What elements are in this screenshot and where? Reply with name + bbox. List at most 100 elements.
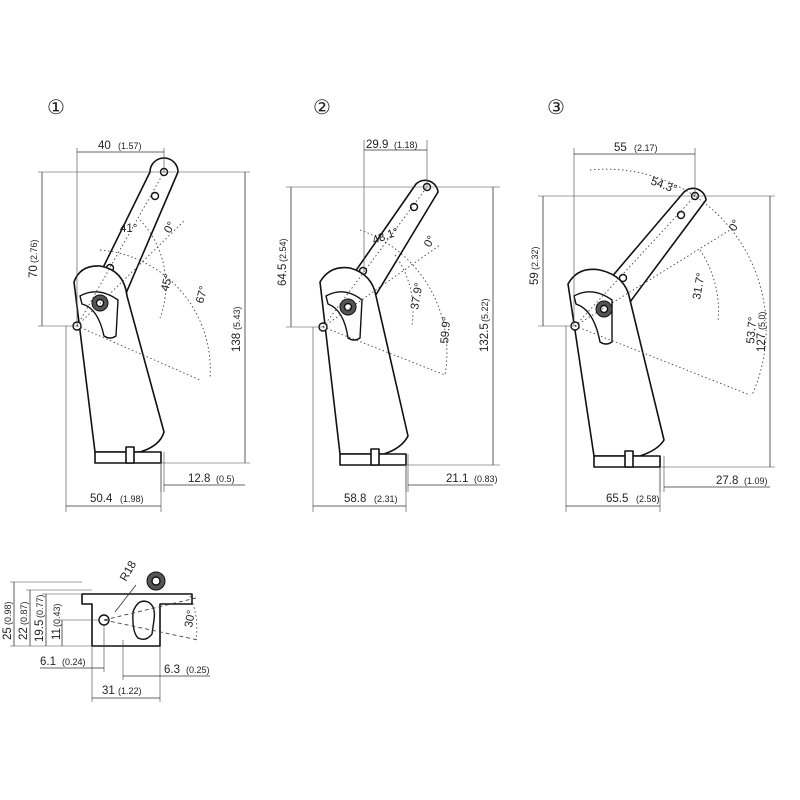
view-3-angle-31: 31.7° bbox=[691, 272, 708, 301]
view-2-angle-0: 0° bbox=[422, 234, 438, 250]
view-3-ext bbox=[538, 195, 695, 327]
detail-ext bbox=[91, 625, 161, 702]
view-2-guide bbox=[322, 326, 446, 376]
view-2-arc bbox=[394, 254, 414, 326]
view-1-ext bbox=[160, 171, 250, 464]
view-1-angle-0: 0° bbox=[162, 220, 178, 236]
detail-dim-line bbox=[40, 667, 210, 699]
view-3-marker: ③ bbox=[547, 97, 565, 119]
view-2-ext bbox=[363, 140, 428, 272]
view-1-marker: ① bbox=[47, 97, 65, 119]
detail-view: R18 30° 25 (0.98) 22 (0.87) 19.5 (0.77) … bbox=[2, 559, 210, 702]
view-3-width-top-mm: 55 bbox=[614, 142, 627, 154]
view-3-height-left-mm: 59 bbox=[529, 272, 541, 285]
view-2-height-total-mm: 132.5 bbox=[479, 323, 491, 352]
detail-ext bbox=[26, 589, 99, 621]
view-1-height-total-mm: 138 bbox=[231, 333, 243, 352]
view-3-width-bottom-mm: 65.5 bbox=[606, 493, 628, 505]
detail-bolt-center bbox=[151, 576, 161, 586]
view-3-offset-in: (1.09) bbox=[744, 476, 768, 486]
detail-h22-mm: 22 bbox=[18, 627, 30, 640]
view-2-width-bottom-mm: 58.8 bbox=[344, 493, 366, 505]
detail-w6-1-mm: 6.1 bbox=[40, 656, 56, 668]
view-3-arc bbox=[699, 249, 719, 323]
detail-h11-in: (0.43) bbox=[52, 603, 62, 627]
view-1-guide bbox=[76, 219, 186, 327]
view-3-angle-54: 54.3° bbox=[649, 176, 678, 197]
detail-h19-in: (0.77) bbox=[35, 594, 45, 618]
view-1-arm-hole bbox=[150, 191, 160, 201]
detail-angle: 30° bbox=[183, 609, 198, 628]
view-3-foot-nut bbox=[624, 450, 634, 468]
detail-radius: R18 bbox=[118, 559, 139, 583]
view-2-bolt-center bbox=[343, 302, 353, 312]
view-3-arm-hole bbox=[676, 210, 686, 220]
view-3-ext bbox=[573, 148, 696, 326]
view-1-width-bottom-mm: 50.4 bbox=[90, 493, 113, 505]
view-3-arc bbox=[589, 168, 767, 396]
view-1-offset-in: (0.5) bbox=[216, 474, 235, 484]
view-1-arc bbox=[139, 219, 167, 319]
view-1-offset-mm: 12.8 bbox=[188, 473, 210, 485]
view-2-width-bottom-in: (2.31) bbox=[374, 494, 398, 504]
detail-ext bbox=[10, 581, 92, 647]
detail-w6-3-in: (0.25) bbox=[186, 665, 210, 675]
view-3-height-left-in: (2.32) bbox=[530, 246, 540, 270]
detail-w6-3-mm: 6.3 bbox=[164, 664, 180, 676]
view-2-foot-nut bbox=[370, 448, 380, 466]
detail-h22-in: (0.87) bbox=[19, 601, 29, 625]
view-3-guide bbox=[574, 325, 751, 396]
view-2-ext bbox=[405, 186, 500, 466]
view-3-angle-0: 0° bbox=[727, 218, 743, 234]
detail-slot bbox=[132, 600, 156, 641]
view-2-ext bbox=[286, 186, 427, 328]
detail-w31-mm: 31 bbox=[102, 685, 115, 697]
view-1-ext bbox=[65, 326, 162, 512]
detail-w31-in: (1.22) bbox=[118, 686, 142, 696]
detail-w6-1-in: (0.24) bbox=[62, 657, 86, 667]
view-2-width-top-in: (1.18) bbox=[394, 140, 418, 150]
view-3-angle-53: 53.7° bbox=[745, 316, 759, 344]
view-1-foot-nut bbox=[125, 446, 135, 464]
view-3-guide bbox=[574, 195, 696, 327]
view-2-angle-37: 37.9° bbox=[409, 282, 426, 311]
view-2-height-left-mm: 64.5 bbox=[277, 264, 289, 286]
view-2-height-total-in: (5.22) bbox=[480, 298, 490, 322]
view-2-guide bbox=[322, 186, 428, 328]
view-1-height-left-mm: 70 bbox=[28, 265, 40, 278]
view-3-height-total-mm: 127 bbox=[756, 333, 768, 352]
view-1-height-left-in: (2.76) bbox=[29, 239, 39, 263]
view-1-guide bbox=[76, 171, 165, 327]
view-1-width-top-mm: 40 bbox=[98, 140, 111, 152]
view-2-arc bbox=[359, 229, 448, 376]
view-3-width-top-in: (2.17) bbox=[634, 143, 658, 153]
view-1-angle-67: 67° bbox=[194, 285, 210, 305]
view-3-height-total-in: (5.0) bbox=[757, 311, 767, 330]
view-1-angle-45: 45° bbox=[159, 273, 175, 293]
view-2-angle-59: 59.9° bbox=[439, 316, 453, 344]
view-1-ext bbox=[38, 171, 164, 327]
view-1-width-bottom-in: (1.98) bbox=[120, 494, 144, 504]
view-1-arc-slot bbox=[79, 291, 119, 339]
detail-h19-mm: 19.5 bbox=[34, 620, 46, 642]
view-1-angle-41: 41° bbox=[120, 223, 137, 235]
detail-h25-in: (0.98) bbox=[3, 601, 13, 625]
view-2-offset-mm: 21.1 bbox=[446, 473, 468, 485]
view-2-offset-in: (0.83) bbox=[474, 474, 498, 484]
view-1-height-total-in: (5.43) bbox=[232, 306, 242, 330]
view-2-height-left-in: (2.54) bbox=[278, 238, 288, 262]
detail-dim-line bbox=[13, 582, 63, 646]
view-3-width-bottom-in: (2.58) bbox=[636, 494, 660, 504]
view-3-ext bbox=[660, 195, 775, 468]
view-3-ext bbox=[565, 326, 661, 512]
view-2-ext bbox=[312, 327, 407, 512]
detail-guide bbox=[103, 597, 199, 641]
view-3: ③ 54.3° 0° 31.7° 53.7° 55 (2.17) 59 (2.3… bbox=[529, 97, 775, 512]
view-1-arc bbox=[99, 249, 211, 379]
detail-leader bbox=[114, 584, 137, 613]
detail-h25-mm: 25 bbox=[2, 627, 14, 640]
view-1-width-top-in: (1.57) bbox=[118, 141, 142, 151]
view-2: ② 48.1° 0° 37.9° 59.9° 29.9 (1.18) 64.5 … bbox=[277, 97, 500, 512]
view-2-width-top-mm: 29.9 bbox=[366, 139, 388, 151]
